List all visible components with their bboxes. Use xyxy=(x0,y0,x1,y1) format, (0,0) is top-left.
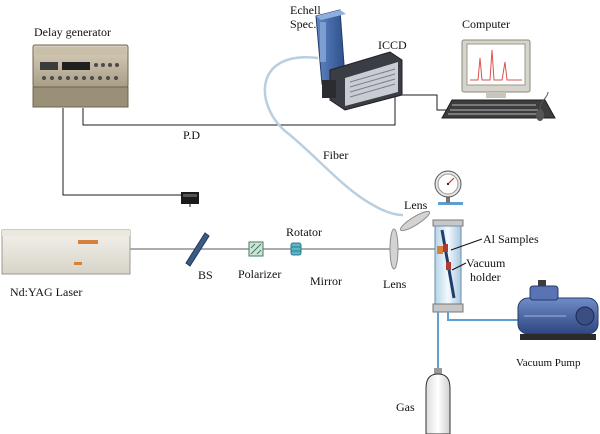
pressure-gauge-icon xyxy=(434,170,462,203)
al-samples-label: Al Samples xyxy=(483,232,539,246)
vacuum-holder-pointer xyxy=(451,262,467,271)
polarizer-label: Polarizer xyxy=(238,267,281,281)
beam-splitter-icon xyxy=(185,232,210,267)
computer-label: Computer xyxy=(462,17,510,31)
vacuum-holder-label-line1: Vacuum xyxy=(466,256,506,270)
pd-trigger-wire xyxy=(62,108,191,207)
vacuum-pump-icon xyxy=(517,280,599,340)
delay-generator-label: Delay generator xyxy=(34,25,111,39)
pd-label: P.D xyxy=(183,128,200,142)
focusing-lens-icon xyxy=(389,228,399,270)
lens-bottom-label: Lens xyxy=(383,277,407,291)
vacuum-lines xyxy=(437,312,520,370)
fiber-label: Fiber xyxy=(323,148,348,162)
lens-top-label: Lens xyxy=(404,198,428,212)
echelle-spectrometer-icon xyxy=(315,9,346,85)
polarizer-icon xyxy=(248,241,264,257)
collection-lens-icon xyxy=(399,210,431,232)
vacuum-holder-label-line2: holder xyxy=(470,270,501,284)
nd-yag-laser-label: Nd:YAG Laser xyxy=(10,285,82,299)
echelle-spec-label-line1: Echell xyxy=(290,3,321,17)
photodiode-icon xyxy=(181,192,199,204)
vacuum-chamber-icon xyxy=(432,202,464,313)
iccd-to-computer-wire xyxy=(400,94,455,111)
rotator-icon xyxy=(290,242,302,256)
delay-to-iccd-wire xyxy=(82,97,396,126)
laser-head-icon xyxy=(1,229,131,275)
computer-icon xyxy=(441,39,556,121)
al-samples-pointer xyxy=(450,238,483,251)
iccd-camera-icon xyxy=(322,51,403,111)
rotator-label: Rotator xyxy=(286,225,322,239)
gas-cylinder-icon xyxy=(425,368,451,434)
delay-generator-icon xyxy=(32,44,129,108)
gas-label: Gas xyxy=(396,400,415,414)
echelle-spec-label-line2: Spec. xyxy=(290,17,316,31)
iccd-label: ICCD xyxy=(378,38,407,52)
vacuum-pump-label: Vacuum Pump xyxy=(516,357,581,369)
bs-label: BS xyxy=(198,268,213,282)
mirror-label: Mirror xyxy=(310,274,342,288)
optical-fiber xyxy=(263,56,404,217)
signal-wires xyxy=(62,94,455,207)
